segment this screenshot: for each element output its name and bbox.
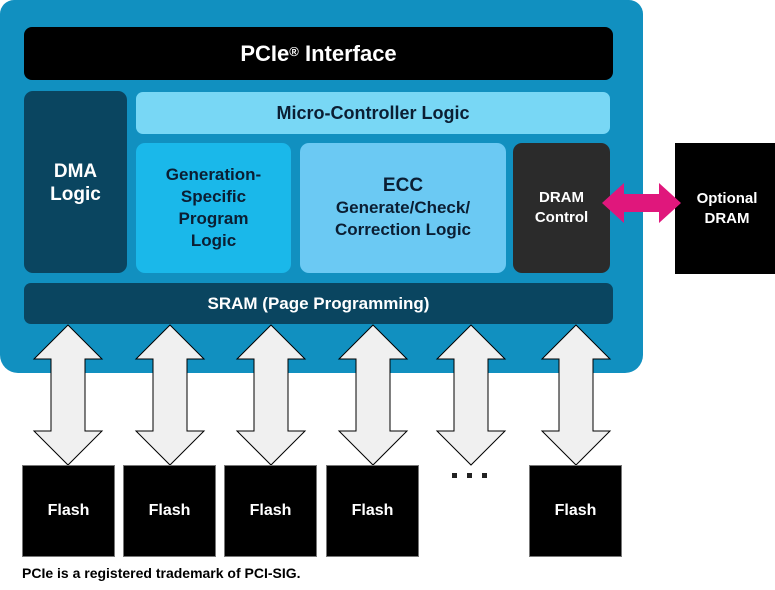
flash-label: Flash (351, 502, 394, 519)
ecc-line: Generate/Check/ (335, 198, 471, 217)
flash-chip: Flash (326, 465, 419, 557)
flash-label: Flash (249, 502, 292, 519)
flash-chip: Flash (529, 465, 622, 557)
trademark-footnote: PCIe is a registered trademark of PCI-SI… (22, 565, 301, 581)
dma-line: Logic (50, 184, 101, 205)
flash-label: Flash (554, 502, 597, 519)
flash-channel-arrow (134, 324, 206, 466)
flash-label: Flash (148, 502, 191, 519)
generation-line: Specific (180, 187, 247, 206)
flash-channel-arrow (235, 324, 307, 466)
optional-dram-line: DRAM (704, 209, 750, 227)
sram-block: SRAM (Page Programming) (24, 283, 613, 324)
generation-specific-logic-block: Generation- Specific Program Logic (136, 143, 291, 273)
flash-label: Flash (47, 502, 90, 519)
flash-channel-arrow (32, 324, 104, 466)
flash-channel-arrow (435, 324, 507, 466)
pcie-label: PCIe (240, 40, 290, 66)
more-channels-ellipsis (452, 470, 492, 480)
micro-controller-label: Micro-Controller Logic (276, 102, 470, 123)
ellipsis-dot (452, 473, 457, 478)
ecc-logic-block: ECC Generate/Check/ Correction Logic (300, 143, 506, 273)
optional-dram-block: Optional DRAM (675, 143, 775, 274)
flash-channel-arrow (540, 324, 612, 466)
ecc-line: Correction Logic (334, 220, 471, 239)
ellipsis-dot (467, 473, 472, 478)
dram-control-line: Control (534, 209, 589, 226)
dram-link-arrow (602, 183, 681, 223)
generation-line: Generation- (165, 165, 262, 184)
dram-control-line: DRAM (538, 189, 584, 206)
ecc-title: ECC (382, 175, 424, 196)
flash-channel-arrow (337, 324, 409, 466)
dma-logic-block: DMA Logic (24, 91, 127, 273)
dram-control-block: DRAM Control (513, 143, 610, 273)
flash-chip: Flash (224, 465, 317, 557)
generation-line: Program (178, 209, 249, 228)
ellipsis-dot (482, 473, 487, 478)
flash-chip: Flash (22, 465, 115, 557)
dma-line: DMA (53, 161, 98, 182)
flash-chip: Flash (123, 465, 216, 557)
optional-dram-line: Optional (696, 189, 758, 207)
registered-mark: ® (289, 44, 299, 59)
micro-controller-logic-block: Micro-Controller Logic (136, 92, 610, 134)
pcie-suffix: Interface (298, 40, 397, 66)
sram-label: SRAM (Page Programming) (207, 293, 430, 313)
pcie-interface-block: PCIe® Interface (24, 27, 613, 80)
generation-line: Logic (190, 231, 237, 250)
